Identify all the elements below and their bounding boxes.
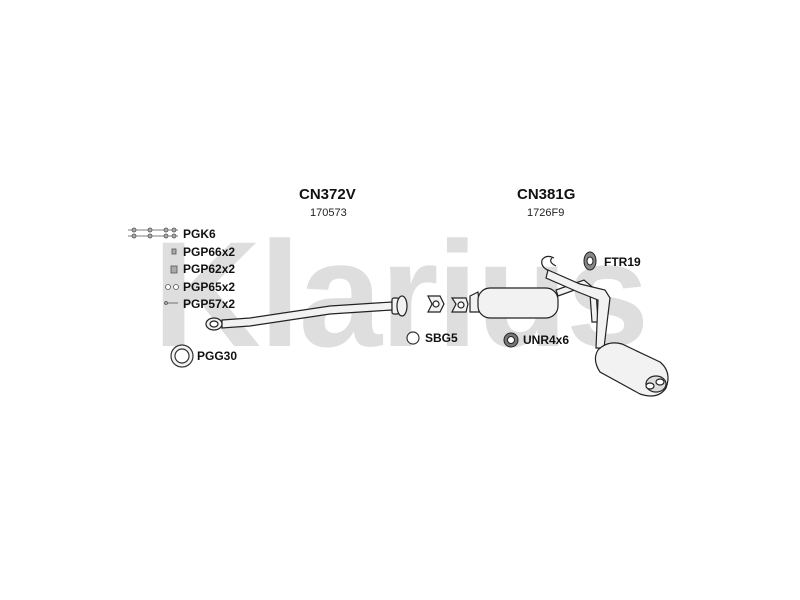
part-label-pgp65[interactable]: PGP65x2 xyxy=(183,280,236,294)
rear-silencer-assembly[interactable] xyxy=(469,255,669,397)
rubber-mount-icon xyxy=(583,251,597,271)
gasket-ring-icon xyxy=(170,344,194,368)
spring-icon xyxy=(170,265,178,274)
clamp-kit-icon xyxy=(128,227,178,239)
part-label-ftr19[interactable]: FTR19 xyxy=(604,255,641,269)
assembly-code-front: CN372V xyxy=(299,186,356,203)
part-label-pgg30[interactable]: PGG30 xyxy=(197,349,238,363)
part-label-sbg5[interactable]: SBG5 xyxy=(425,331,458,345)
assembly-ref-rear: 1726F9 xyxy=(527,207,565,219)
part-label-pgp66[interactable]: PGP66x2 xyxy=(183,245,236,259)
stud-icon xyxy=(164,301,178,305)
part-label-pgp62[interactable]: PGP62x2 xyxy=(183,262,236,276)
front-pipe[interactable] xyxy=(205,295,408,331)
brand-watermark: Klarius xyxy=(152,214,650,374)
part-label-pgp57[interactable]: PGP57x2 xyxy=(183,297,236,311)
flange-joint[interactable] xyxy=(427,295,469,313)
part-label-pgk6[interactable]: PGK6 xyxy=(183,227,216,241)
nut-icon xyxy=(165,284,179,290)
washer-icon xyxy=(406,331,420,345)
assembly-code-rear: CN381G xyxy=(517,186,576,203)
part-label-unr4x6[interactable]: UNR4x6 xyxy=(523,333,570,347)
rubber-ring-icon xyxy=(503,332,519,348)
bolt-icon xyxy=(171,248,177,255)
assembly-ref-front: 170573 xyxy=(310,207,347,219)
